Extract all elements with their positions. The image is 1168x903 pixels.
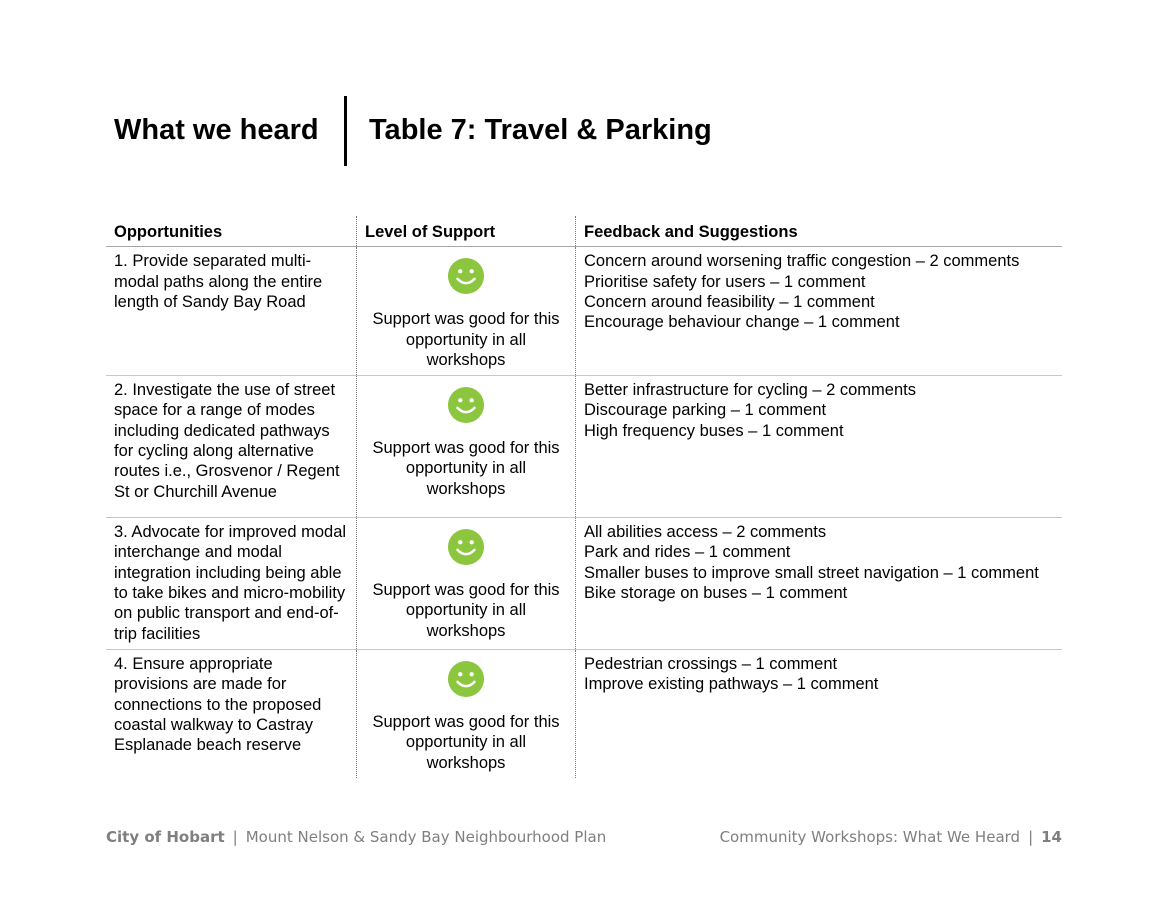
opportunity-cell: 4. Ensure appropriate provisions are mad… bbox=[114, 654, 322, 755]
header-divider bbox=[344, 96, 347, 166]
feedback-item: Encourage behaviour change – 1 comment bbox=[584, 313, 900, 332]
feedback-item: Smaller buses to improve small street na… bbox=[584, 563, 1039, 582]
feedback-item: Bike storage on buses – 1 comment bbox=[584, 584, 848, 603]
page-number: 14 bbox=[1041, 828, 1062, 846]
support-cell: Support was good for this opportunity in… bbox=[356, 517, 576, 650]
support-text: Support was good for this opportunity in… bbox=[372, 439, 560, 498]
feedback-cell: Better infrastructure for cycling – 2 co… bbox=[576, 376, 1063, 518]
support-text: Support was good for this opportunity in… bbox=[372, 581, 560, 640]
table-header-row: Opportunities Level of Support Feedback … bbox=[106, 216, 1062, 248]
feedback-item: Improve existing pathways – 1 comment bbox=[584, 675, 879, 694]
smiley-face-icon bbox=[447, 660, 485, 698]
support-cell: Support was good for this opportunity in… bbox=[356, 375, 576, 518]
feedback-item: Park and rides – 1 comment bbox=[584, 543, 791, 562]
feedback-item: All abilities access – 2 comments bbox=[584, 523, 827, 542]
footer-separator: | bbox=[1028, 828, 1034, 846]
feedback-item: Pedestrian crossings – 1 comment bbox=[584, 654, 838, 673]
opportunity-cell: 1. Provide separated multi-modal paths a… bbox=[114, 252, 323, 311]
travel-parking-table: Opportunities Level of Support Feedback … bbox=[106, 216, 1062, 778]
column-header-feedback: Feedback and Suggestions bbox=[575, 216, 1062, 248]
table-row: 4. Ensure appropriate provisions are mad… bbox=[106, 649, 1063, 778]
support-text: Support was good for this opportunity in… bbox=[372, 712, 560, 772]
footer-org: City of Hobart bbox=[106, 828, 225, 846]
support-cell: Support was good for this opportunity in… bbox=[356, 246, 576, 376]
feedback-item: High frequency buses – 1 comment bbox=[584, 421, 844, 440]
opportunity-cell: 3. Advocate for improved modal interchan… bbox=[114, 523, 347, 643]
table-row: 2. Investigate the use of street space f… bbox=[106, 375, 1063, 518]
page-footer: City of Hobart | Mount Nelson & Sandy Bay … bbox=[106, 828, 1062, 850]
footer-left: City of Hobart | Mount Nelson & Sandy Bay … bbox=[106, 828, 606, 846]
feedback-item: Concern around feasibility – 1 comment bbox=[584, 292, 875, 311]
column-header-level-of-support: Level of Support bbox=[356, 216, 576, 248]
support-cell: Support was good for this opportunity in… bbox=[356, 649, 576, 778]
table-row: 3. Advocate for improved modal interchan… bbox=[106, 517, 1063, 650]
feedback-cell: Pedestrian crossings – 1 comment Improve… bbox=[576, 649, 1063, 777]
footer-separator: | bbox=[232, 828, 238, 846]
opportunity-cell: 2. Investigate the use of street space f… bbox=[114, 381, 340, 501]
footer-doc-title: Community Workshops: What We Heard bbox=[719, 828, 1021, 846]
feedback-item: Prioritise safety for users – 1 comment bbox=[584, 272, 866, 291]
column-header-opportunities: Opportunities bbox=[106, 216, 357, 248]
feedback-cell: Concern around worsening traffic congest… bbox=[576, 247, 1063, 376]
footer-plan: Mount Nelson & Sandy Bay Neighbourhood P… bbox=[245, 828, 607, 846]
feedback-item: Discourage parking – 1 comment bbox=[584, 401, 827, 420]
feedback-cell: All abilities access – 2 comments Park a… bbox=[576, 518, 1063, 650]
footer-right: Community Workshops: What We Heard | 14 bbox=[720, 828, 1062, 846]
table-row: 1. Provide separated multi-modal paths a… bbox=[106, 246, 1063, 376]
feedback-item: Better infrastructure for cycling – 2 co… bbox=[584, 381, 916, 400]
section-title: What we heard bbox=[114, 114, 319, 146]
smiley-face-icon bbox=[447, 258, 485, 295]
feedback-item: Concern around worsening traffic congest… bbox=[584, 252, 1020, 271]
smiley-face-icon bbox=[447, 387, 485, 424]
table-title: Table 7: Travel & Parking bbox=[369, 114, 712, 146]
smiley-face-icon bbox=[447, 529, 485, 566]
support-text: Support was good for this opportunity in… bbox=[372, 310, 560, 369]
